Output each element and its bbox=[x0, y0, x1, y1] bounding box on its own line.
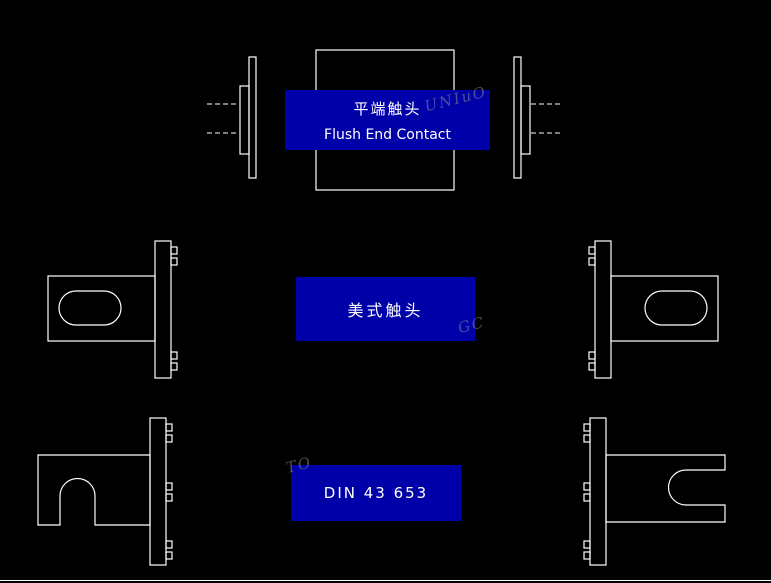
sheet-border-bottom bbox=[0, 580, 771, 581]
clip-tooth bbox=[588, 362, 596, 371]
label-american-contact: 美式触头 bbox=[296, 277, 475, 341]
left-plate-inner-outline bbox=[239, 85, 250, 155]
right-plate-inner-outline bbox=[520, 85, 531, 155]
din-contact-label-text: DIN 43 653 bbox=[323, 484, 429, 502]
clip-tooth bbox=[583, 551, 591, 560]
flush-end-contact-label-zh: 平端触头 bbox=[353, 99, 422, 118]
mounting-plate-outline bbox=[589, 417, 607, 566]
contact-arm-with-slot-outline bbox=[37, 454, 151, 526]
figure-din-contact-left bbox=[37, 417, 173, 566]
clip-tooth bbox=[588, 257, 596, 266]
label-din-43-653: DIN 43 653 bbox=[291, 465, 461, 521]
clip-tooth bbox=[583, 493, 591, 502]
oval-slot-outline bbox=[58, 290, 122, 326]
figure-din-contact-right bbox=[583, 417, 726, 566]
clip-tooth bbox=[170, 257, 178, 266]
contact-arm-outline bbox=[47, 275, 156, 342]
mounting-plate-outline bbox=[149, 417, 167, 566]
contact-arm-outline bbox=[610, 275, 719, 342]
mounting-plate-outline bbox=[594, 240, 612, 379]
label-flush-end-contact: 平端触头 Flush End Contact bbox=[285, 90, 490, 150]
clip-tooth bbox=[583, 540, 591, 549]
clip-tooth bbox=[583, 423, 591, 432]
clip-tooth bbox=[588, 351, 596, 360]
american-contact-label-zh: 美式触头 bbox=[347, 301, 424, 320]
oval-slot-outline bbox=[644, 290, 708, 326]
right-plate-outer-outline bbox=[513, 56, 522, 179]
left-plate-outer-outline bbox=[248, 56, 257, 179]
clip-tooth bbox=[588, 246, 596, 255]
flush-end-contact-label-en: Flush End Contact bbox=[324, 126, 451, 143]
contact-arm-with-fork-outline bbox=[605, 454, 726, 523]
clip-tooth bbox=[170, 246, 178, 255]
clip-tooth bbox=[165, 540, 173, 549]
figure-american-contact-left bbox=[47, 240, 178, 379]
clip-tooth bbox=[170, 351, 178, 360]
clip-tooth bbox=[165, 551, 173, 560]
figure-american-contact-right bbox=[588, 240, 719, 379]
clip-tooth bbox=[165, 482, 173, 491]
clip-tooth bbox=[165, 423, 173, 432]
clip-tooth bbox=[165, 434, 173, 443]
mounting-plate-outline bbox=[154, 240, 172, 379]
clip-tooth bbox=[165, 493, 173, 502]
clip-tooth bbox=[170, 362, 178, 371]
clip-tooth bbox=[583, 434, 591, 443]
clip-tooth bbox=[583, 482, 591, 491]
